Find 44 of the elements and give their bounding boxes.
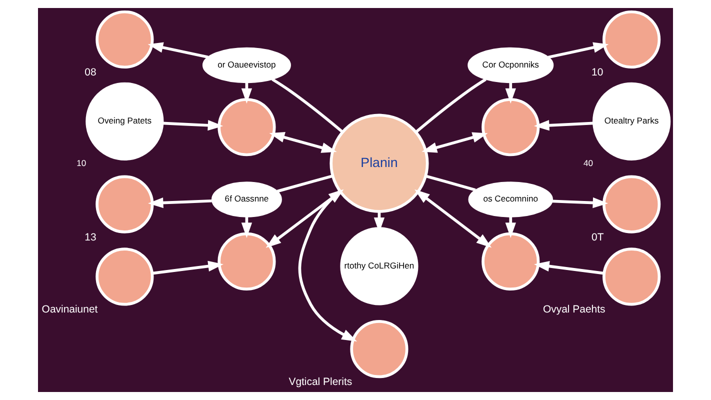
- node-label: 10: [592, 68, 604, 78]
- node-circle: Otealtry Parks: [592, 82, 671, 160]
- node-ellipse: Cor Ocponniks: [468, 47, 554, 84]
- node-ellipse: or Oaueevistop: [202, 47, 291, 84]
- node-label: 08: [84, 68, 96, 78]
- connector: [425, 174, 476, 192]
- node-circle: [218, 98, 276, 156]
- connector: [272, 78, 344, 133]
- node-circle: [96, 248, 154, 306]
- arrow: [298, 190, 358, 342]
- arrow: [162, 120, 224, 131]
- node-circle: rtothy CoLRGiHen: [340, 227, 418, 306]
- node-circle: [96, 10, 154, 69]
- node-circle: [602, 175, 661, 234]
- node-label: 0T: [592, 232, 604, 244]
- node-label: Ovyal Paehts: [542, 304, 606, 316]
- arrow: [152, 260, 224, 275]
- connector: [415, 78, 486, 134]
- node-circle: [350, 320, 408, 378]
- node-circle: [482, 232, 540, 290]
- node-label: Vgtical Plerits: [288, 377, 352, 388]
- node-label: 40: [583, 158, 593, 168]
- node-ellipse: os Cecomnino: [468, 182, 554, 218]
- arrow: [422, 132, 488, 153]
- arrow: [534, 260, 604, 275]
- arrow: [148, 197, 212, 208]
- node-label: Oavinaiunet: [42, 304, 98, 316]
- node-circle: Oveing Patets: [86, 82, 164, 160]
- node-circle: [482, 98, 540, 156]
- connector: [276, 174, 333, 193]
- node-label: 13: [84, 232, 96, 244]
- node-ellipse: 6f Oassnne: [211, 182, 282, 218]
- node-label: 10: [76, 158, 86, 168]
- arrow: [534, 120, 594, 131]
- arrow: [148, 42, 208, 59]
- arrow: [269, 132, 337, 153]
- node-circle: [96, 175, 154, 234]
- arrow: [548, 42, 609, 59]
- node-circle: [602, 10, 661, 69]
- arrow: [552, 197, 608, 208]
- node-circle: [602, 248, 661, 306]
- arrow: [266, 189, 344, 248]
- arrow: [414, 189, 492, 248]
- node-circle: [218, 232, 276, 290]
